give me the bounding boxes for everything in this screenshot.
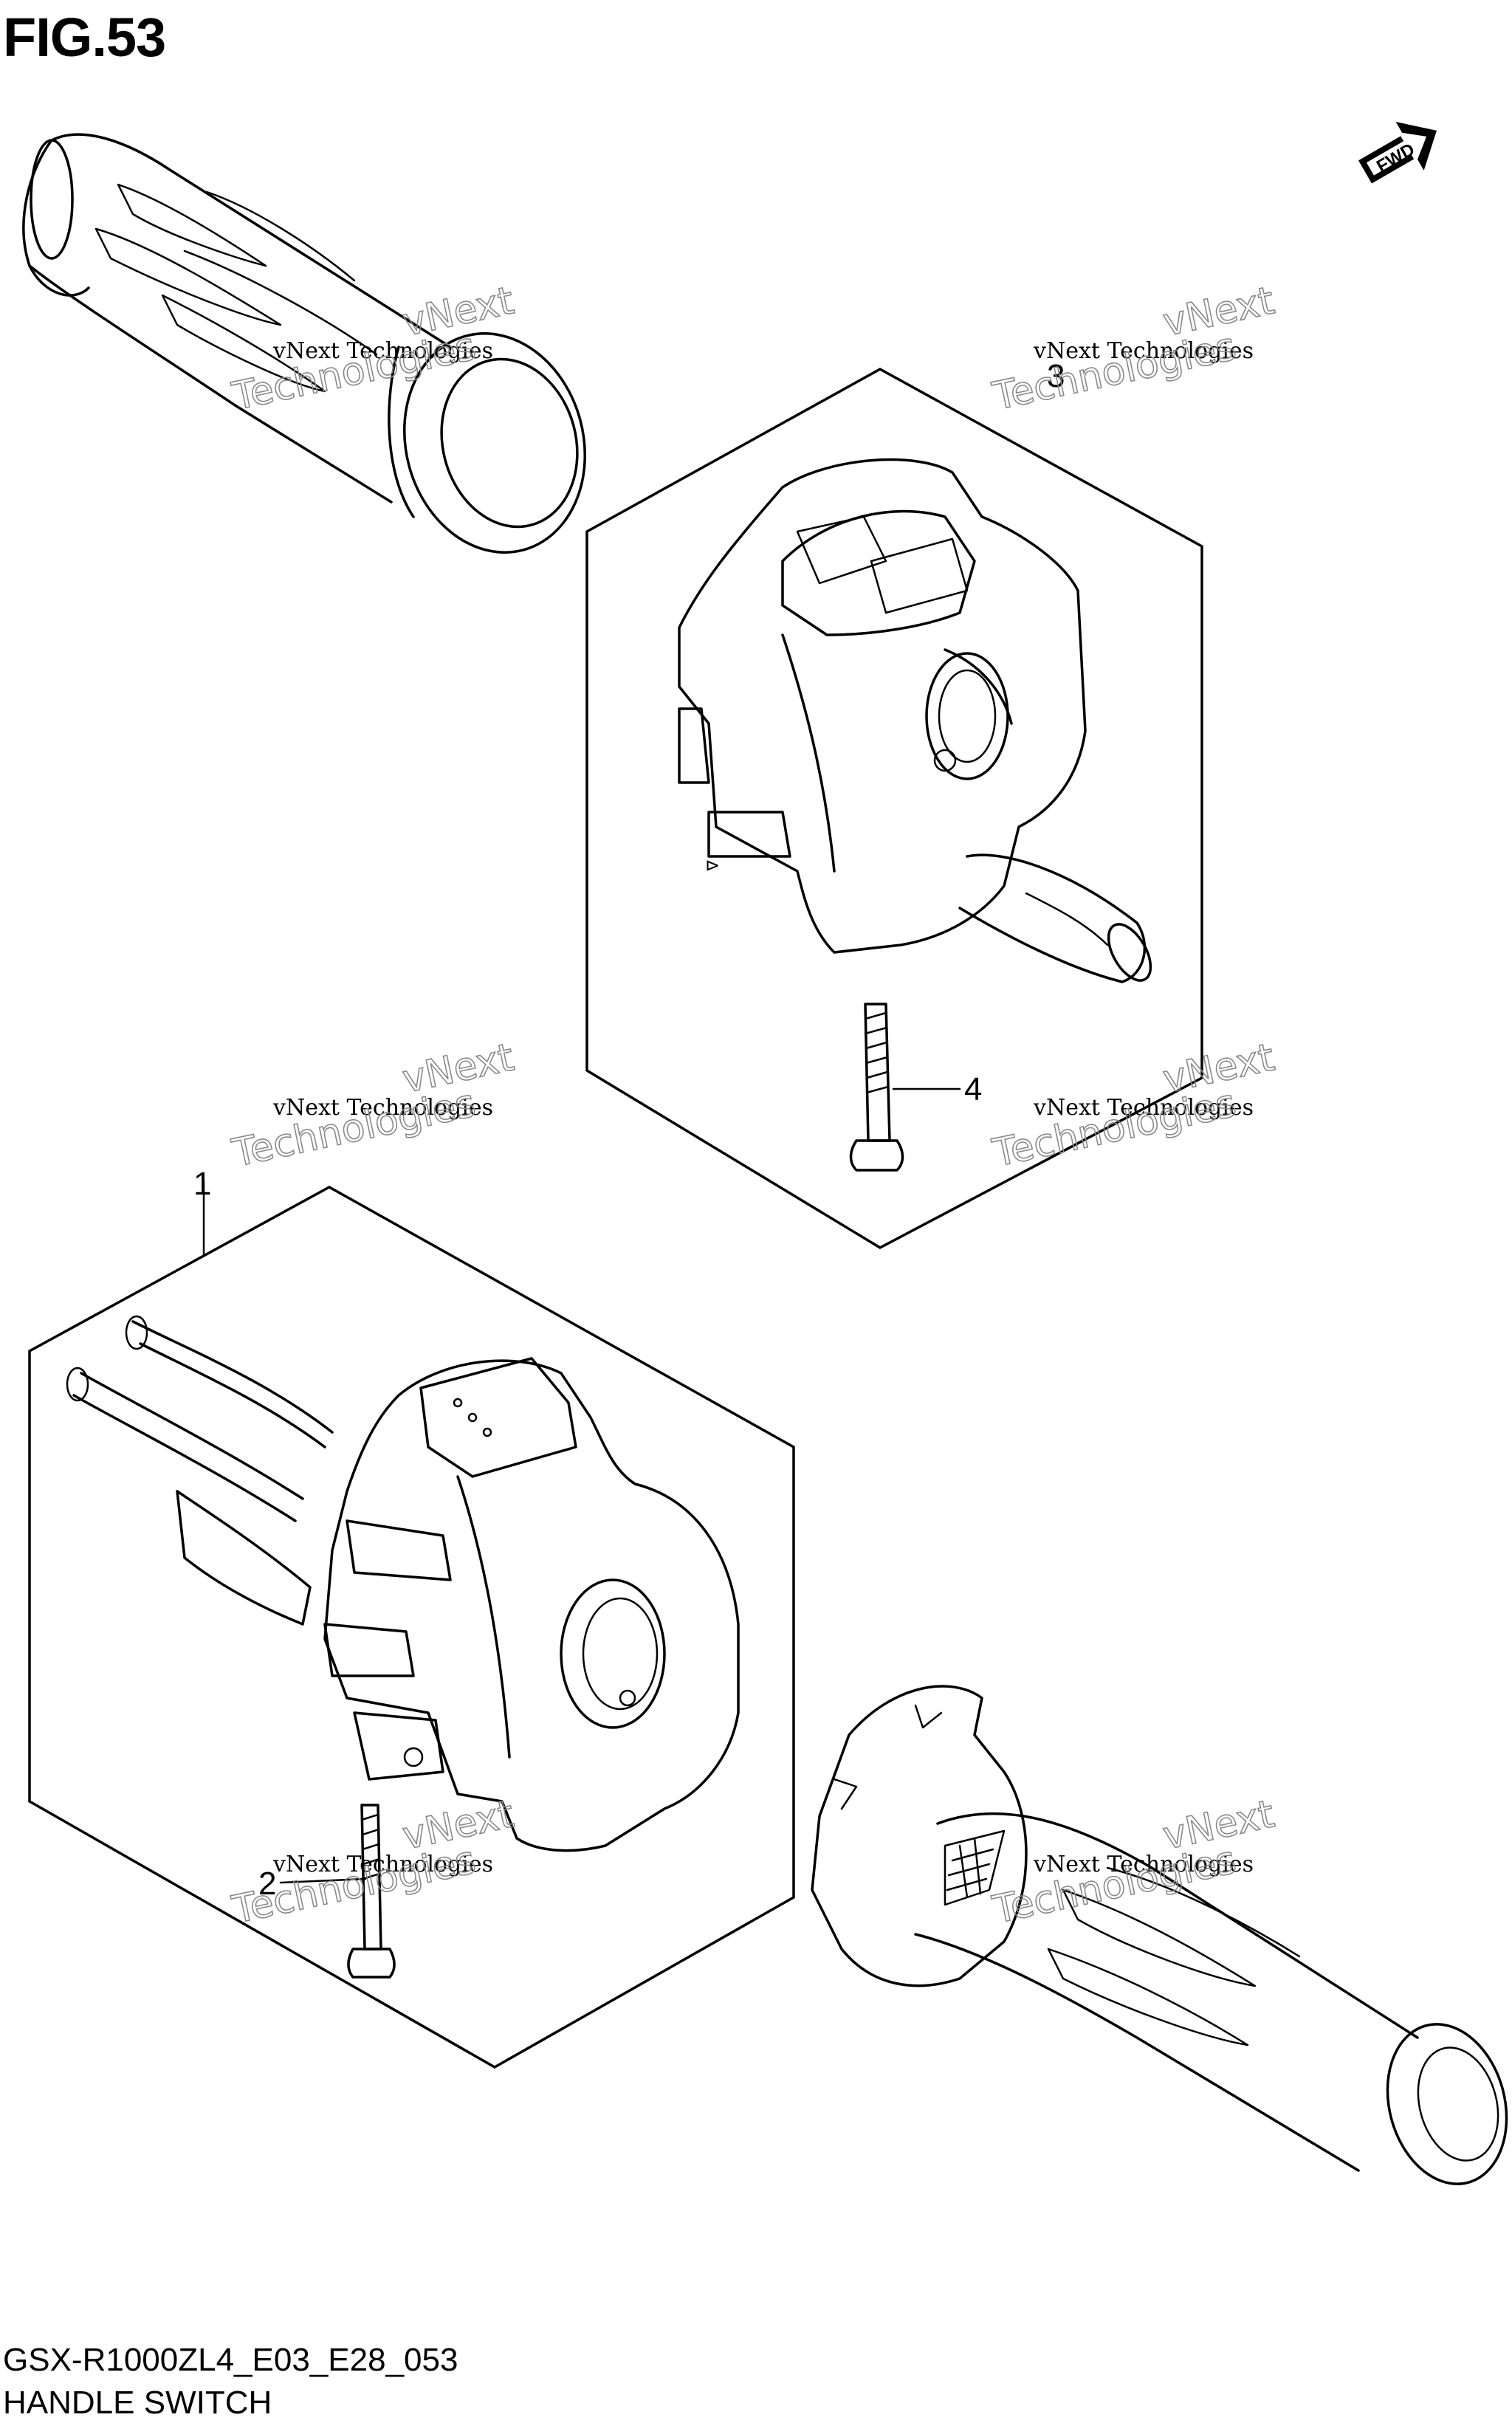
right-handle-switch: ⊳ <box>678 458 1152 983</box>
grip-right-bottom <box>811 1685 1508 2185</box>
watermark-4: vNext Technologies vNext Technologies <box>988 1035 1279 1177</box>
svg-text:vNext Technologies: vNext Technologies <box>1033 338 1254 364</box>
left-handle-switch <box>66 1315 740 1852</box>
frame-right-switch <box>585 368 1203 1250</box>
watermark-3: vNext Technologies vNext Technologies <box>227 1035 518 1177</box>
svg-text:vNext Technologies: vNext Technologies <box>272 1852 493 1877</box>
callout-2: 2 <box>258 1866 276 1902</box>
grip-left-top <box>22 133 586 554</box>
screw-4 <box>849 1003 904 1172</box>
svg-text:vNext Technologies: vNext Technologies <box>272 1095 493 1121</box>
callout-leader-2 <box>279 1877 367 1884</box>
svg-text:vNext Technologies: vNext Technologies <box>272 338 493 364</box>
callout-3: 3 <box>1047 358 1065 394</box>
figure-code: GSX-R1000ZL4_E03_E28_053 <box>3 2342 458 2378</box>
figure-title: FIG.53 <box>3 7 166 68</box>
watermark-5: vNext Technologies vNext Technologies <box>227 1792 518 1934</box>
svg-text:vNext Technologies: vNext Technologies <box>1033 1095 1254 1121</box>
callout-1: 1 <box>193 1166 211 1202</box>
watermark-6: vNext Technologies vNext Technologies <box>988 1792 1279 1934</box>
screw-2 <box>347 1804 396 1979</box>
frame-left-switch <box>28 1186 795 2069</box>
watermark-2: vNext Technologies vNext Technologies <box>988 278 1279 420</box>
fwd-arrow-icon: FWD <box>1358 122 1437 184</box>
watermark-1: vNext Technologies vNext Technologies <box>227 278 518 420</box>
horn-icon: ⊳ <box>705 855 720 876</box>
figure-name: HANDLE SWITCH <box>3 2385 272 2421</box>
callout-4: 4 <box>964 1071 982 1107</box>
svg-text:vNext Technologies: vNext Technologies <box>1033 1852 1254 1877</box>
